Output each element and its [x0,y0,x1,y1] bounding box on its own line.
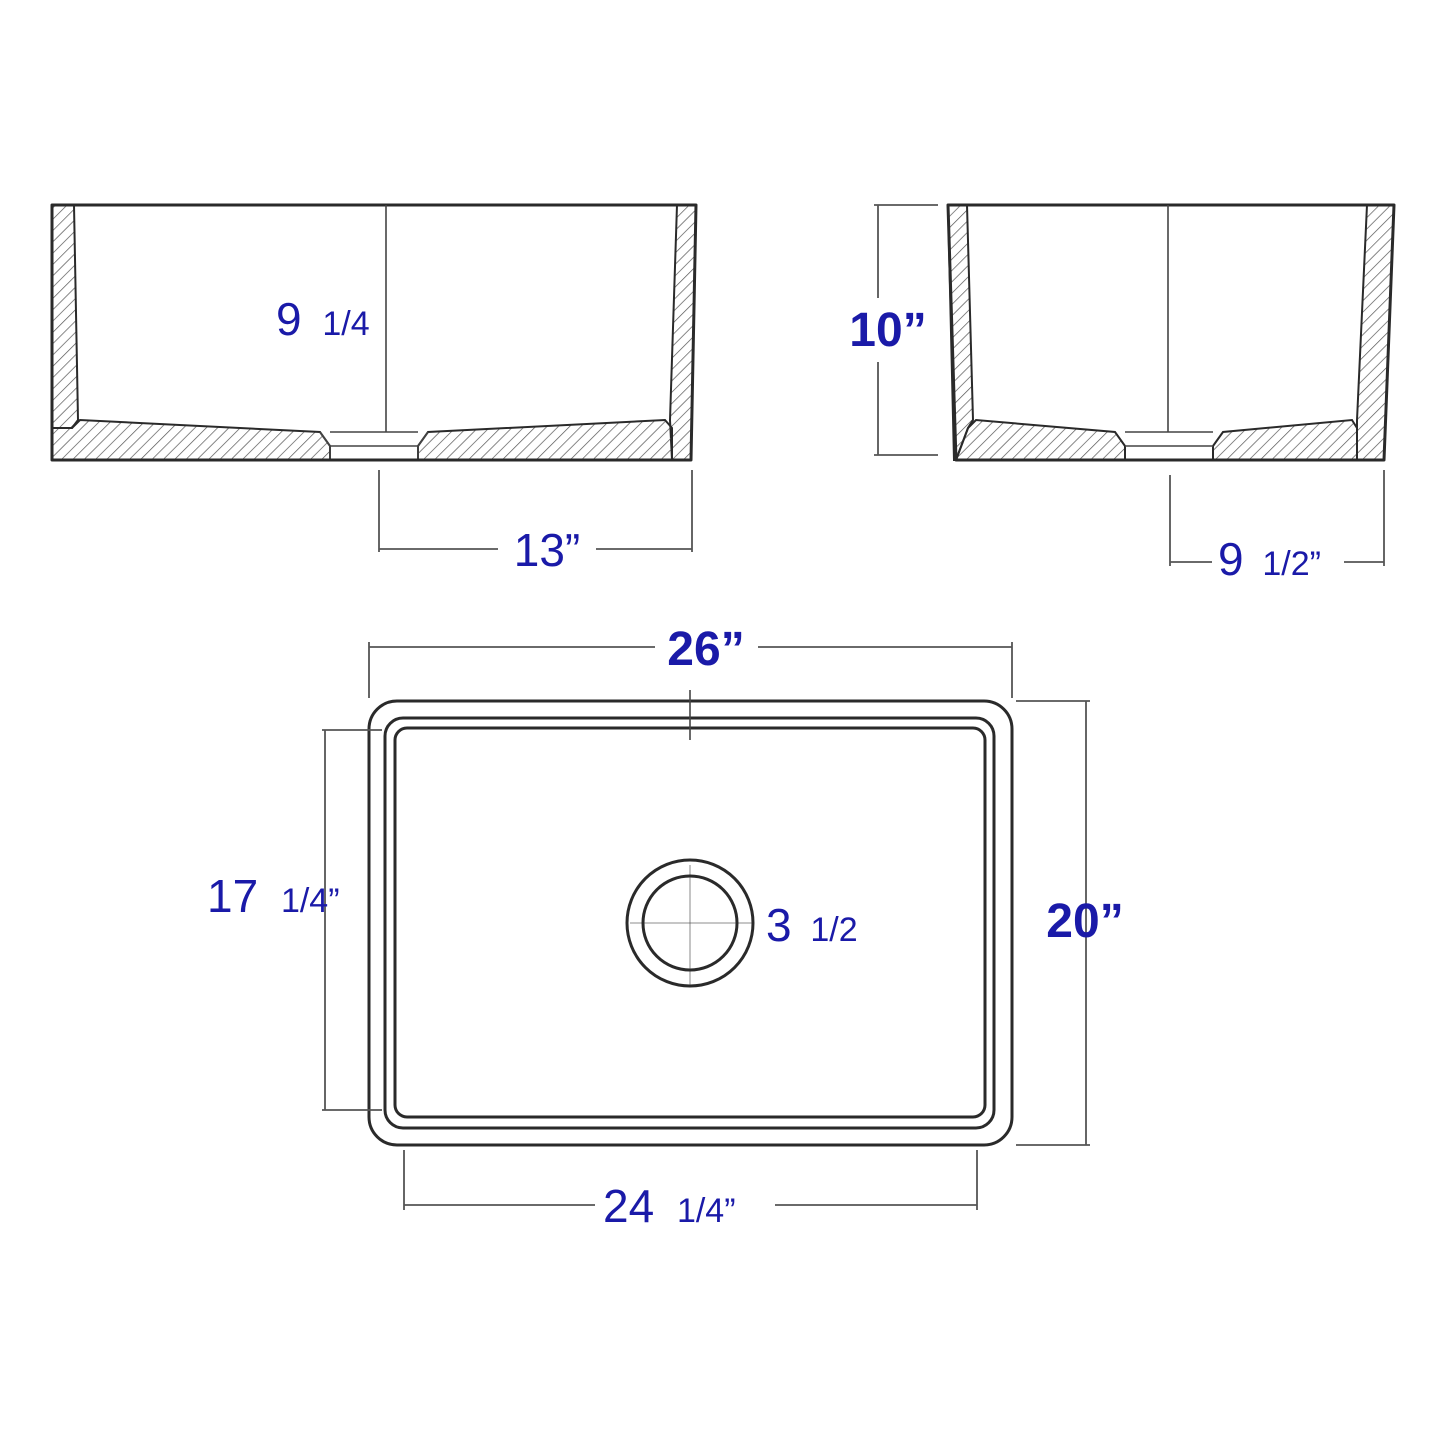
side-drain-offset-fraction: 1/2” [1262,545,1321,583]
side-section-view: 10” 9 1/2” [849,203,1396,585]
side-drain-section [1125,431,1213,447]
drain-diameter-fraction: 1/2 [810,911,857,949]
bowl-width-fraction: 1/4” [677,1192,736,1230]
drain-inner-ring [641,874,739,972]
front-bottom-left [51,418,331,461]
drain-outer-ring [625,858,755,988]
front-depth-label: 9 1/4 [276,293,370,345]
bowl-width-label: 24 1/4” [603,1180,736,1232]
front-drain-section [319,431,429,460]
side-bottom-right [1212,418,1358,461]
front-drain-offset-label: 13” [514,524,580,576]
side-drain-offset-whole: 9 [1218,533,1244,585]
side-outline [946,203,1396,462]
drain-diameter-whole: 3 [766,899,792,951]
front-section-view: 9 1/4 13” [50,203,698,576]
top-view: 3 1/2 26” 20” 17 1/4” 24 1/4” [207,623,1124,1232]
front-bottom-right [417,418,673,461]
bowl-depth-fraction: 1/4” [281,882,340,920]
bowl-width-whole: 24 [603,1180,654,1232]
bowl-depth-label: 17 1/4” [207,870,340,922]
drain-diameter-label: 3 1/2 [766,899,858,951]
overall-width-label: 26” [667,623,744,676]
front-left-wall [51,204,80,429]
overall-depth-label: 20” [1046,895,1123,948]
side-height-label: 10” [849,304,926,357]
bowl-depth-whole: 17 [207,870,258,922]
side-drain-offset-label: 9 1/2” [1218,533,1321,585]
front-outline [50,203,698,462]
front-depth-fraction: 1/4 [322,305,369,343]
side-bottom-left [954,418,1126,461]
front-depth-whole: 9 [276,293,302,345]
